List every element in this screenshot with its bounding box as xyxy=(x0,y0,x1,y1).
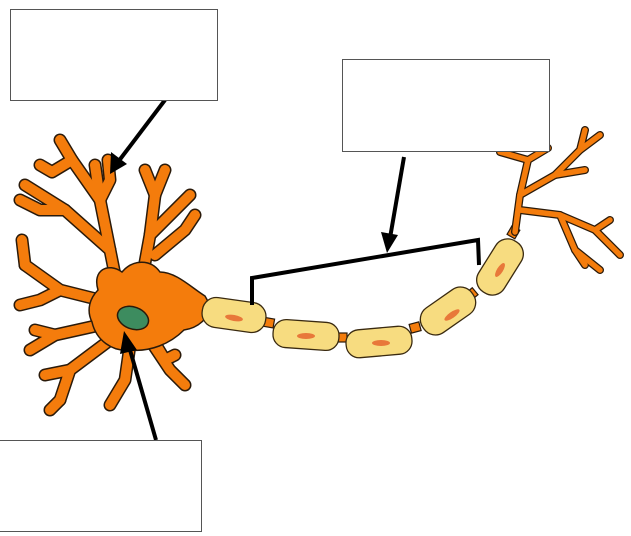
dendrite-label-box[interactable] xyxy=(10,9,218,101)
myelin-sheath-label-box[interactable] xyxy=(342,59,550,152)
cell-body xyxy=(89,262,210,350)
neuron-cell xyxy=(20,140,210,410)
dendrite-pointer-arrow xyxy=(110,100,165,174)
myelin-pointer-arrow xyxy=(381,157,404,253)
nucleus-label-box[interactable] xyxy=(0,440,202,532)
